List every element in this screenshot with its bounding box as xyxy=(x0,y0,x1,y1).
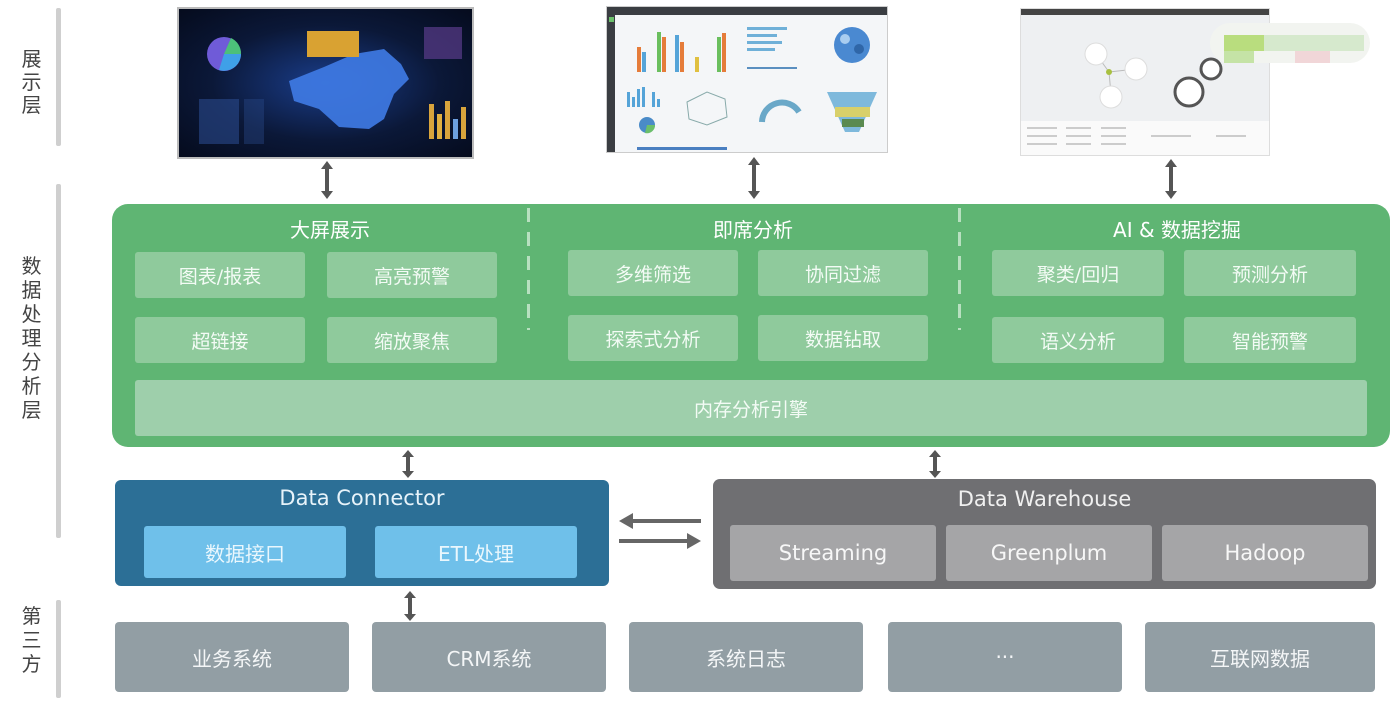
feature-semantic: 语义分析 xyxy=(992,317,1164,363)
bidirectional-arrow-icon xyxy=(928,449,942,479)
feature-collab-filter: 协同过滤 xyxy=(758,250,928,296)
feature-smart-alert: 智能预警 xyxy=(1184,317,1356,363)
dashboard-illustration xyxy=(199,27,466,144)
layer-bar-processing xyxy=(56,184,61,538)
bidirectional-arrow-icon xyxy=(320,160,334,200)
bidirectional-arrow-icon xyxy=(1164,158,1178,200)
feature-hyperlink: 超链接 xyxy=(135,317,305,363)
bidirectional-arrow-icon xyxy=(747,156,761,200)
data-warehouse-block: Data Warehouse Streaming Greenplum Hadoo… xyxy=(713,479,1376,589)
source-business-system: 业务系统 xyxy=(115,622,349,692)
feature-highlight-alert: 高亮预警 xyxy=(327,252,497,298)
section-divider xyxy=(958,208,961,330)
layer-label-third-party: 第三方 xyxy=(21,604,43,676)
bidirectional-arrow-icon xyxy=(403,590,417,622)
adhoc-dashboard-illustration xyxy=(607,7,887,152)
feature-exploratory: 探索式分析 xyxy=(568,315,738,361)
graph-illustration xyxy=(1021,9,1269,155)
feature-cluster-regression: 聚类/回归 xyxy=(992,250,1164,296)
memory-analysis-engine: 内存分析引擎 xyxy=(135,380,1367,436)
connector-data-interface: 数据接口 xyxy=(144,526,346,578)
bidirectional-arrow-icon xyxy=(401,449,415,479)
section-title-big-screen: 大屏展示 xyxy=(290,218,370,242)
connector-etl: ETL处理 xyxy=(375,526,577,578)
source-system-log: 系统日志 xyxy=(629,622,863,692)
feature-chart-report: 图表/报表 xyxy=(135,252,305,298)
feature-zoom-focus: 缩放聚焦 xyxy=(327,317,497,363)
layer-bar-third-party xyxy=(56,600,61,698)
feature-drilldown: 数据钻取 xyxy=(758,315,928,361)
adhoc-analysis-thumbnail xyxy=(606,6,888,153)
warehouse-streaming: Streaming xyxy=(730,525,936,581)
source-more: ··· xyxy=(888,622,1122,692)
layer-bar-presentation xyxy=(56,8,61,146)
feature-multidim-filter: 多维筛选 xyxy=(568,250,738,296)
big-screen-dashboard-thumbnail xyxy=(177,7,474,159)
processing-layer-block: 大屏展示 图表/报表 高亮预警 超链接 缩放聚焦 即席分析 多维筛选 协同过滤 … xyxy=(112,204,1390,447)
warehouse-hadoop: Hadoop xyxy=(1162,525,1368,581)
source-internet-data: 互联网数据 xyxy=(1145,622,1375,692)
section-title-adhoc: 即席分析 xyxy=(713,218,793,242)
warehouse-greenplum: Greenplum xyxy=(946,525,1152,581)
data-connector-title: Data Connector xyxy=(279,486,445,510)
source-crm-system: CRM系统 xyxy=(372,622,606,692)
data-connector-block: Data Connector 数据接口 ETL处理 xyxy=(115,480,609,586)
exchange-arrows-icon xyxy=(617,510,703,552)
layer-label-presentation: 展示层 xyxy=(21,47,43,117)
watermark-blur xyxy=(1210,15,1375,70)
section-title-ai-mining: AI & 数据挖掘 xyxy=(1113,218,1241,242)
feature-predictive: 预测分析 xyxy=(1184,250,1356,296)
section-divider xyxy=(527,208,530,330)
data-warehouse-title: Data Warehouse xyxy=(957,487,1132,511)
layer-label-processing: 数据处理分析层 xyxy=(21,254,43,422)
